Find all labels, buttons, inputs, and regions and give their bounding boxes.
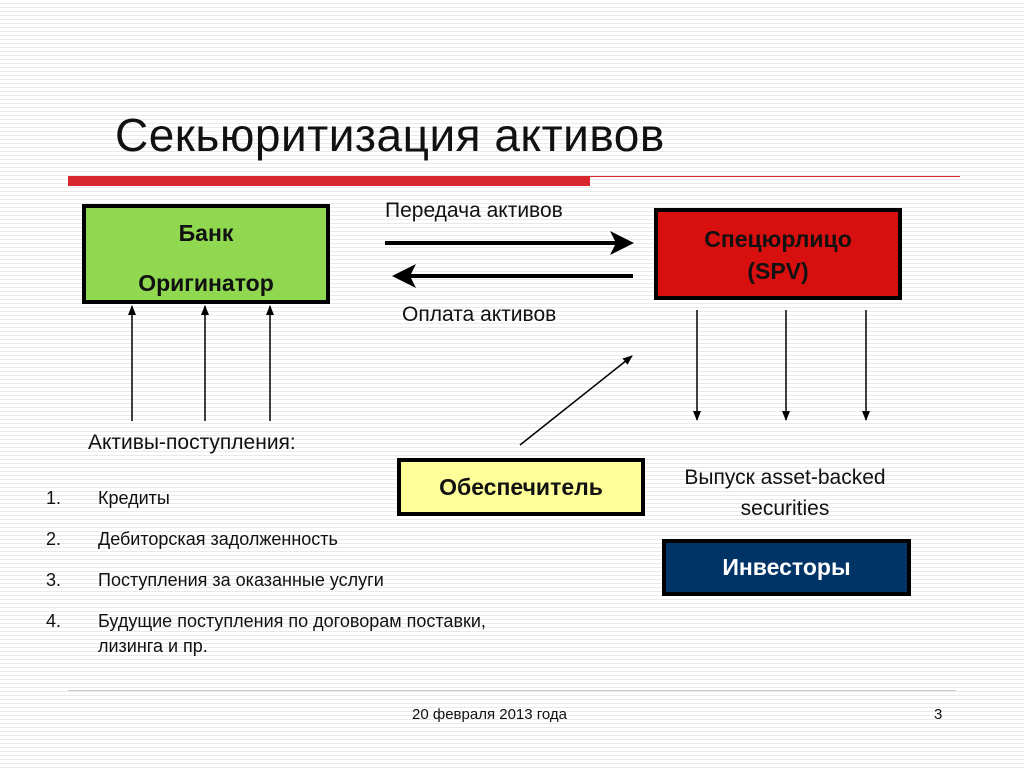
list-item: 3. Поступления за оказанные услуги [46,568,498,593]
list-item-number: 2. [46,529,62,549]
spv-line2: (SPV) [747,258,809,284]
asset-inflows-label: Активы-поступления: [88,431,296,454]
list-item: 2. Дебиторская задолженность [46,527,498,552]
list-item: 1. Кредиты [46,486,498,511]
transfer-assets-label: Передача активов [385,199,563,222]
bank-line2: Оригинатор [138,270,274,296]
spv-box: Спецюрлицо (SPV) [654,208,902,300]
bank-originator-box: Банк Оригинатор [82,204,330,304]
list-item-text: Поступления за оказанные услуги [98,570,384,590]
title-underline-line [590,176,960,177]
footer-divider [68,690,956,691]
bank-line1: Банк [178,220,234,246]
list-item-number: 4. [46,611,62,631]
guarantor-arrow [519,355,633,446]
list-item: 4. Будущие поступления по договорам поста… [46,609,488,659]
page-title: Секьюритизация активов [115,109,665,161]
abs-issue-label: Выпуск asset-backed securities [684,466,886,520]
guarantor-box: Обеспечитель [397,458,645,516]
list-item-number: 3. [46,570,62,590]
investors-box: Инвесторы [662,539,911,596]
list-item-text: Кредиты [98,488,170,508]
payment-assets-label: Оплата активов [402,303,557,326]
page-number: 3 [934,706,943,723]
list-item-number: 1. [46,488,62,508]
list-item-text: Дебиторская задолженность [98,529,338,549]
title-underline-bar [68,176,590,186]
inflow-list: 1. Кредиты 2. Дебиторская задолженность 3.… [46,486,498,675]
list-item-text: Будущие поступления по договорам поставк… [98,611,486,656]
spv-line1: Спецюрлицо [704,226,852,252]
footer-date: 20 февраля 2013 года [412,706,568,723]
